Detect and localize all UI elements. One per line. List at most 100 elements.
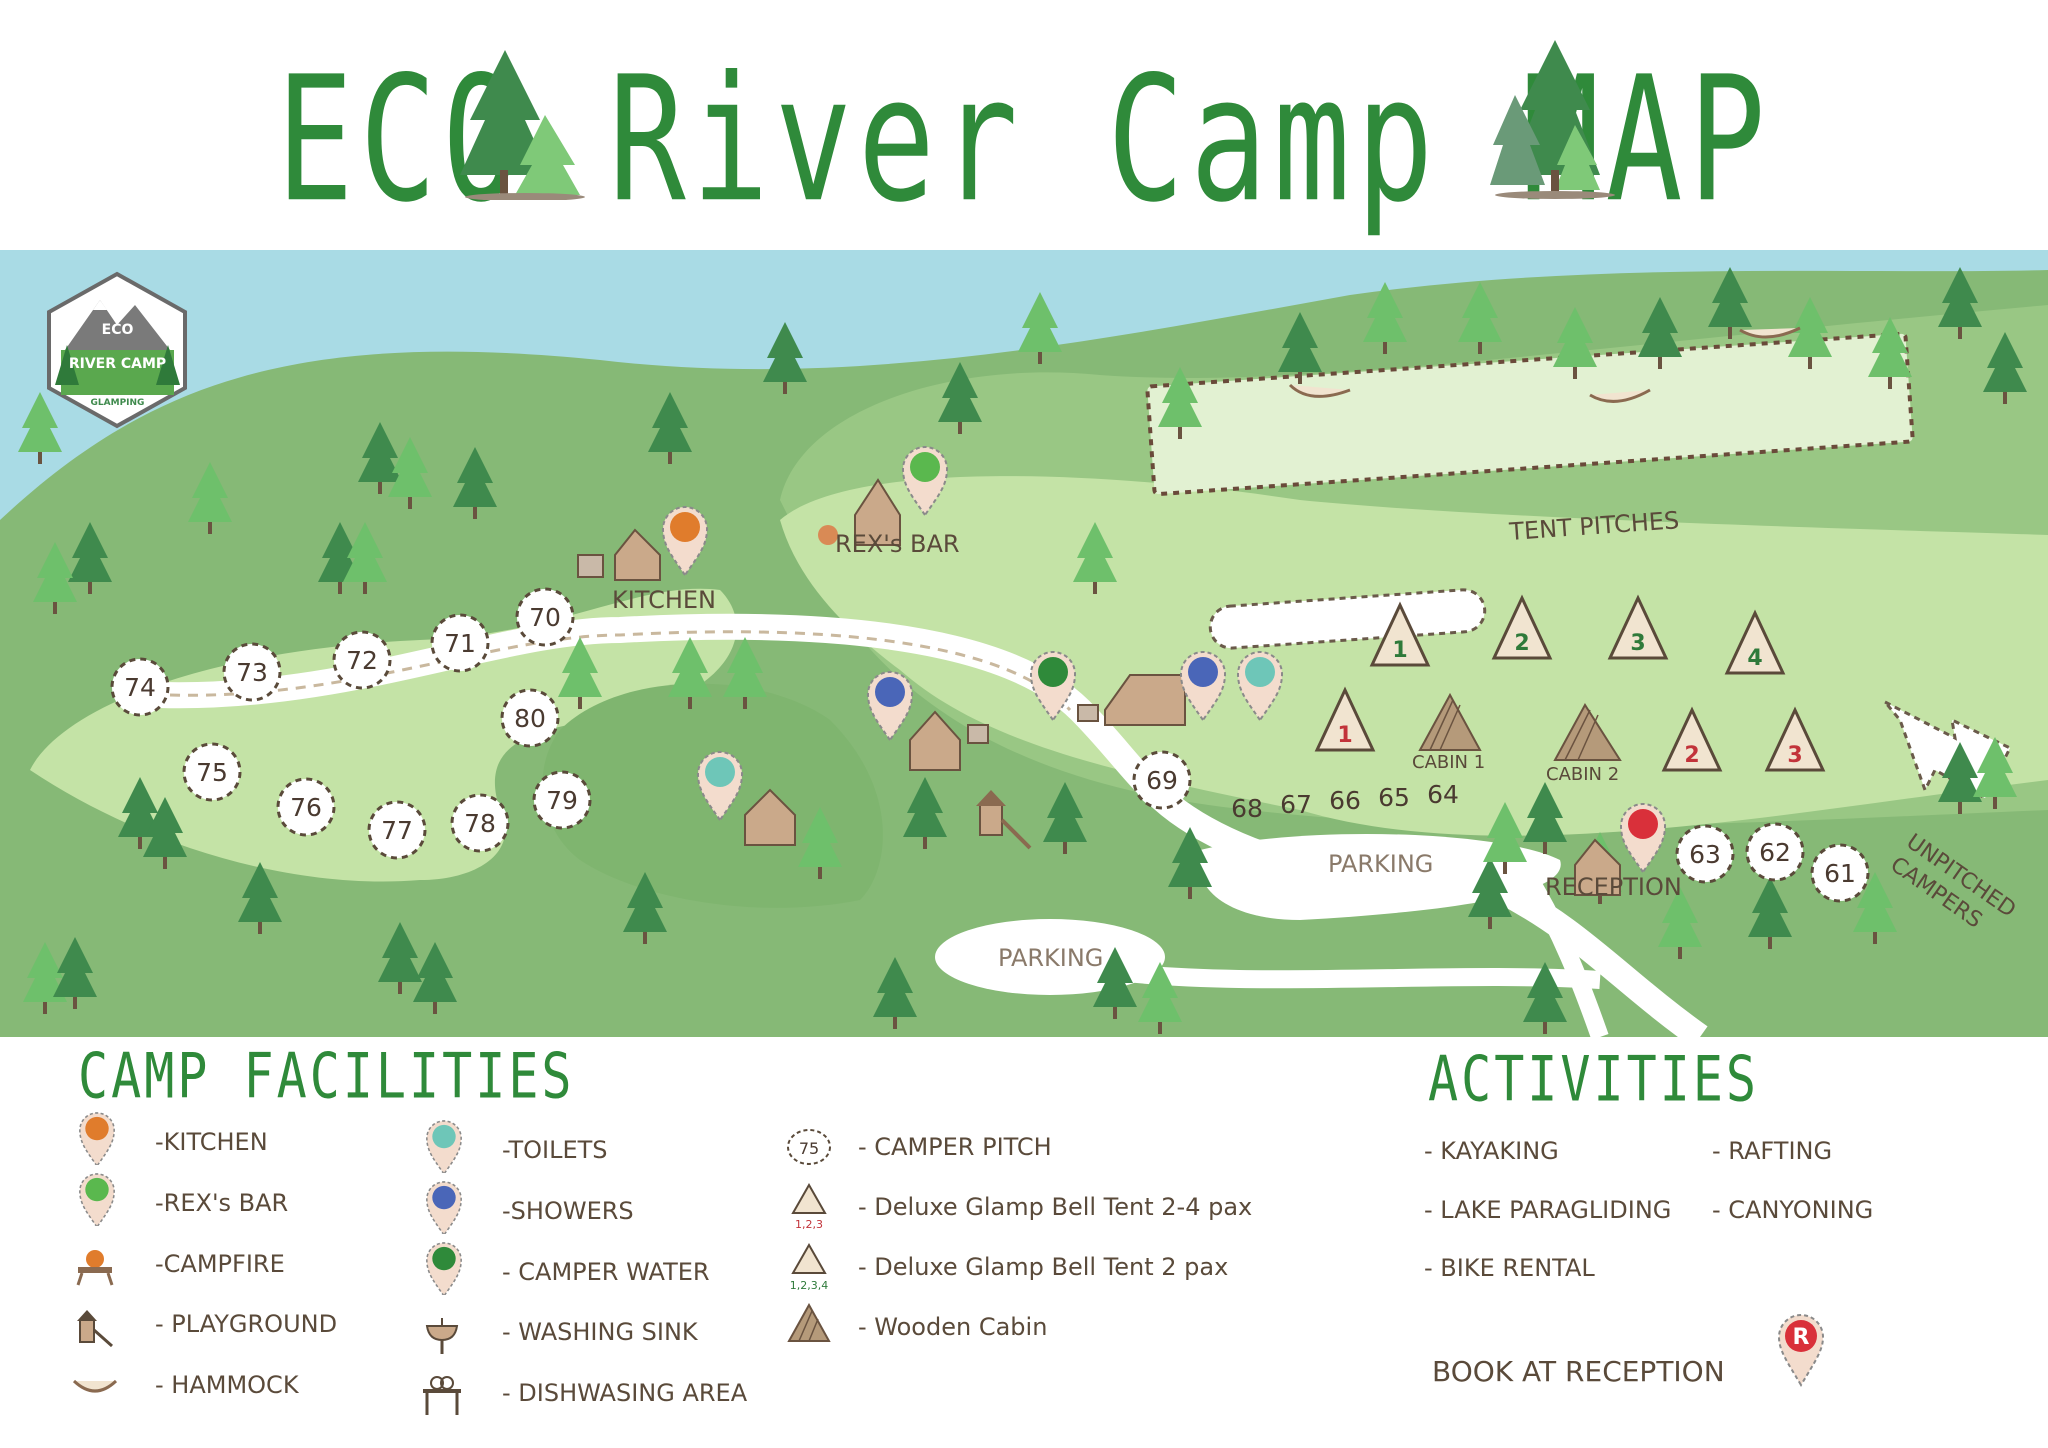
- pitch-number: 74: [124, 673, 156, 702]
- pitch-number: 61: [1824, 859, 1856, 888]
- pitch-area-west: [30, 588, 737, 882]
- tree-icon: [238, 862, 282, 934]
- camper-pitch: 79: [532, 770, 592, 830]
- toilet-pin-icon: [1236, 651, 1284, 722]
- camper-pitch-icon: 75: [787, 1129, 831, 1165]
- legend-washing-sink: - WASHING SINK: [502, 1318, 698, 1346]
- tree-icon: [798, 807, 842, 879]
- legend-kitchen: -KITCHEN: [155, 1128, 268, 1156]
- tree-icon: [1363, 282, 1407, 354]
- camper-pitch: 66: [1329, 786, 1361, 815]
- camper-pitch: 78: [450, 793, 510, 853]
- wooden-cabin-icon: [787, 1303, 831, 1342]
- tree-icon: [1973, 737, 2017, 809]
- svg-text:1,2,3,4: 1,2,3,4: [790, 1279, 828, 1292]
- toilet-icon-pin: [426, 1120, 462, 1173]
- camper-pitch: 68: [1231, 794, 1263, 823]
- tree-icon: [1138, 962, 1182, 1034]
- tree-icon: [1983, 332, 2027, 404]
- tree-icon: [1490, 40, 1615, 199]
- campfire-icon: [76, 1250, 114, 1286]
- tree-icon: [378, 922, 422, 994]
- tree-icon: [873, 957, 917, 1029]
- bell-tent: 1: [1369, 601, 1431, 667]
- shower-icon-pin: [426, 1181, 462, 1234]
- toilet-pin-icon: [696, 751, 744, 822]
- parking-lot: [1198, 833, 1561, 920]
- reception-label: RECEPTION: [1545, 873, 1682, 901]
- pitch-number: 68: [1231, 794, 1263, 823]
- legend-campfire: -CAMPFIRE: [155, 1250, 285, 1278]
- legend-wooden-cabin: - Wooden Cabin: [858, 1313, 1048, 1341]
- tree-icon: [723, 637, 767, 709]
- legend-showers: -SHOWERS: [502, 1197, 634, 1225]
- activity-kayaking: - KAYAKING: [1424, 1137, 1559, 1165]
- tree-icon: [1093, 947, 1137, 1019]
- tree-icon: [763, 322, 807, 394]
- tree-icon: [903, 777, 947, 849]
- legend-dishwashing: - DISHWASING AREA: [502, 1379, 748, 1407]
- hammock-icon: [72, 1379, 118, 1393]
- tree-icon: [1638, 297, 1682, 369]
- tree-icon: [18, 392, 62, 464]
- tree-icon: [623, 872, 667, 944]
- legend-toilets: -TOILETS: [502, 1136, 608, 1164]
- legend-bell-tent-2-4: - Deluxe Glamp Bell Tent 2-4 pax: [858, 1193, 1253, 1221]
- legend-camper-pitch: - CAMPER PITCH: [858, 1133, 1052, 1161]
- camper-pitch: 61: [1810, 843, 1870, 903]
- parking-label: PARKING: [998, 944, 1103, 972]
- dishwashing-area-icon: [423, 1376, 461, 1415]
- unpitched-campers-arrow: [1883, 700, 2013, 801]
- legend-rexs-bar: -REX's BAR: [155, 1189, 289, 1217]
- bell-tent: 4: [1724, 609, 1786, 675]
- pitch-number: 64: [1427, 780, 1459, 809]
- legend-bell-tent-2: - Deluxe Glamp Bell Tent 2 pax: [858, 1253, 1229, 1281]
- tree-icon: [143, 797, 187, 869]
- reception-pin-icon: R: [1777, 1314, 1825, 1387]
- legend-camper-water: - CAMPER WATER: [502, 1258, 710, 1286]
- bar-icon-pin: [79, 1173, 115, 1226]
- pitch-number: 70: [529, 603, 561, 632]
- toilet-building: [744, 788, 796, 846]
- eco-river-camp-logo: ECO RIVER CAMP GLAMPING: [45, 270, 190, 430]
- tree-icon: [1523, 962, 1567, 1034]
- water-icon-pin: [426, 1242, 462, 1295]
- camper-pitch: 65: [1378, 783, 1410, 812]
- legend-playground: - PLAYGROUND: [155, 1310, 338, 1338]
- tent-number: 4: [1747, 646, 1762, 671]
- tree-icon: [53, 937, 97, 1009]
- tree-icon: [343, 522, 387, 594]
- camper-pitch: 75: [182, 742, 242, 802]
- tree-icon: [23, 942, 67, 1014]
- pitch-number: 80: [514, 704, 546, 733]
- water-icon: [426, 1242, 462, 1295]
- rexs-bar-label: REX's BAR: [835, 530, 960, 558]
- shower-pin-icon: [1179, 651, 1227, 722]
- tent-number: 1: [1337, 723, 1352, 748]
- cabin-label: CABIN 1: [1412, 752, 1485, 773]
- pitch-number: 73: [236, 658, 268, 687]
- tree-icon: [388, 437, 432, 509]
- camper-pitch: 69: [1132, 750, 1192, 810]
- pitch-number: 78: [464, 809, 496, 838]
- playground-icon: [77, 1310, 113, 1348]
- book-at-reception: BOOK AT RECEPTION: [1432, 1355, 1725, 1388]
- pitch-number: 75: [196, 758, 228, 787]
- tree-icon: [558, 637, 602, 709]
- logo-main-text: RIVER CAMP: [68, 356, 167, 372]
- cabin-label: CABIN 2: [1546, 764, 1619, 785]
- tree-icon: [1483, 802, 1527, 874]
- wooden-cabin-2: [1553, 703, 1622, 761]
- tree-icon: [1018, 292, 1062, 364]
- hammock-icon: [1739, 326, 1801, 339]
- camper-pitch: 72: [332, 630, 392, 690]
- tree-icon: [668, 637, 712, 709]
- shower-pin-icon: [866, 671, 914, 742]
- camper-pitch: 70: [515, 587, 575, 647]
- kitchen-pin-icon: [661, 506, 709, 577]
- bell-tent-icon: 1,2,3,4: [790, 1243, 828, 1292]
- bell-tent: 1: [1314, 686, 1376, 752]
- activity-bike-rental: - BIKE RENTAL: [1424, 1254, 1595, 1282]
- logo-small-text: GLAMPING: [90, 398, 145, 408]
